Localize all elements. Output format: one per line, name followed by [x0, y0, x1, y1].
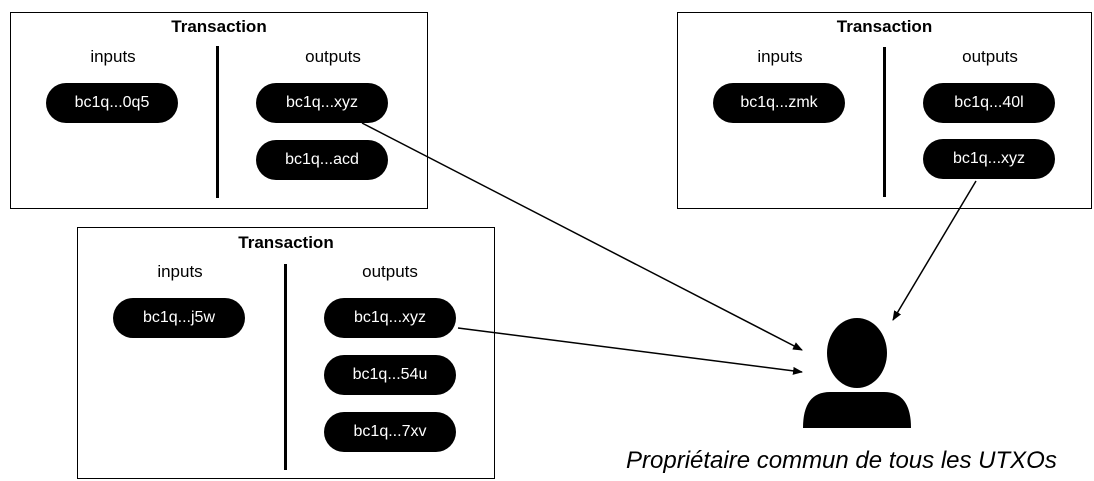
output-address-pill: bc1q...7xv [324, 412, 456, 452]
outputs-label: outputs [962, 47, 1018, 66]
input-address-pill: bc1q...0q5 [46, 83, 178, 123]
divider-line [284, 264, 287, 470]
output-address-pill: bc1q...acd [256, 140, 388, 180]
divider-line [883, 47, 886, 197]
input-address-pill: bc1q...j5w [113, 298, 245, 338]
owner-label: Propriétaire commun de tous les UTXOs [626, 447, 1057, 474]
arrow-tx2-to-owner [892, 180, 977, 321]
transaction-box-3: Transaction inputs outputs bc1q...j5w bc… [77, 227, 495, 479]
output-address-pill: bc1q...xyz [923, 139, 1055, 179]
arrow-tx1-to-owner [361, 122, 803, 351]
transaction-title: Transaction [836, 17, 933, 36]
arrow-tx3-to-owner [457, 327, 803, 375]
inputs-label: inputs [757, 47, 803, 66]
divider-line [216, 46, 219, 198]
transaction-title: Transaction [238, 233, 334, 252]
user-icon [803, 318, 911, 428]
output-address-pill: bc1q...54u [324, 355, 456, 395]
input-address-pill: bc1q...zmk [713, 83, 845, 123]
transaction-title: Transaction [171, 17, 267, 36]
inputs-label: inputs [90, 47, 136, 66]
inputs-label: inputs [157, 262, 203, 281]
output-address-pill: bc1q...xyz [256, 83, 388, 123]
outputs-label: outputs [305, 47, 361, 66]
transaction-box-1: Transaction inputs outputs bc1q...0q5 bc… [10, 12, 428, 209]
transaction-box-2: Transaction inputs outputs bc1q...zmk bc… [677, 12, 1092, 209]
output-address-pill: bc1q...xyz [324, 298, 456, 338]
outputs-label: outputs [362, 262, 418, 281]
output-address-pill: bc1q...40l [923, 83, 1055, 123]
